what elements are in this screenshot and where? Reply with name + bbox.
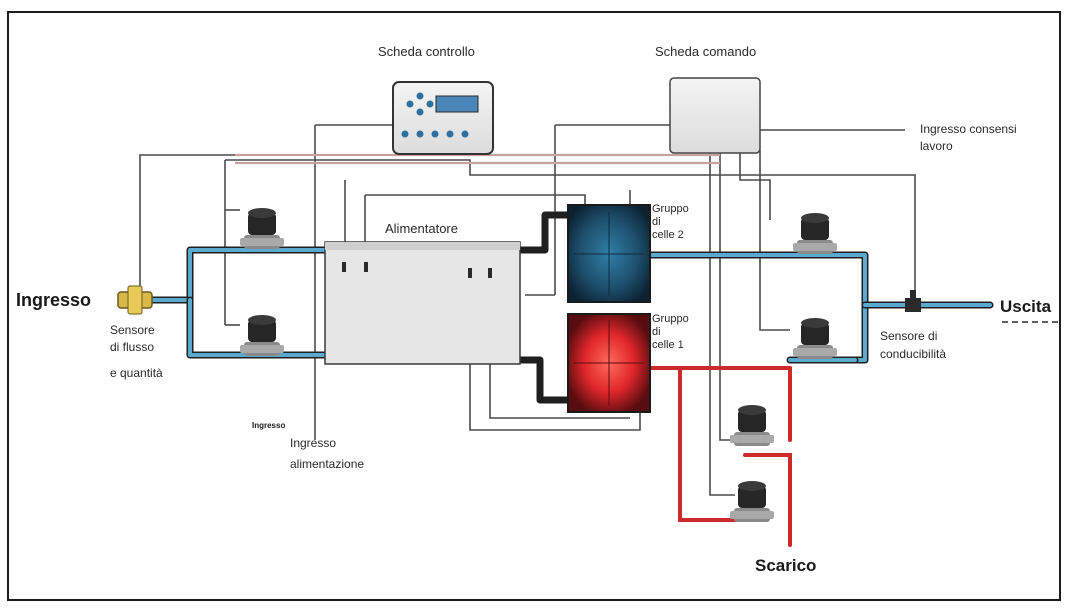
cell-group-1-label-2: di [652,326,661,338]
cell-group-1-label-1: Gruppo [652,313,689,325]
power-input-small-label: Ingresso [252,421,285,430]
control-board-label: Scheda controllo [378,44,475,59]
conductivity-sensor-label-2: conducibilità [880,347,946,361]
outlet-label: Uscita [1000,297,1052,316]
work-consent-input-label: Ingresso consensi [920,122,1017,136]
inlet-label: Ingresso [16,290,91,310]
control-board-display [435,95,479,113]
power-supply-label: Alimentatore [385,221,458,236]
flow-sensor [117,285,153,315]
waste-pipes [648,366,792,547]
drain-label: Scarico [755,556,816,575]
cell-group-2-label-3: celle 2 [652,229,684,241]
flow-sensor-label-1: Sensore [110,323,155,337]
conductivity-sensor-label-1: Sensore di [880,329,937,343]
cell-group-1-label-3: celle 1 [652,339,684,351]
flow-sensor-label-3: e quantità [110,366,163,380]
flow-sensor-label-2: di flusso [110,340,154,354]
power-supply [324,241,521,365]
power-input-label-1: Ingresso [290,436,336,450]
cell-group-2-label-2: di [652,216,661,228]
conductivity-sensor [905,290,921,312]
water-pipes [146,211,994,404]
command-board [669,77,761,154]
command-board-label: Scheda comando [655,44,756,59]
work-consent-input-label-2: lavoro [920,139,953,153]
control-board [392,81,494,155]
power-input-label-2: alimentazione [290,457,364,471]
cell-group-2-label-1: Gruppo [652,203,689,215]
